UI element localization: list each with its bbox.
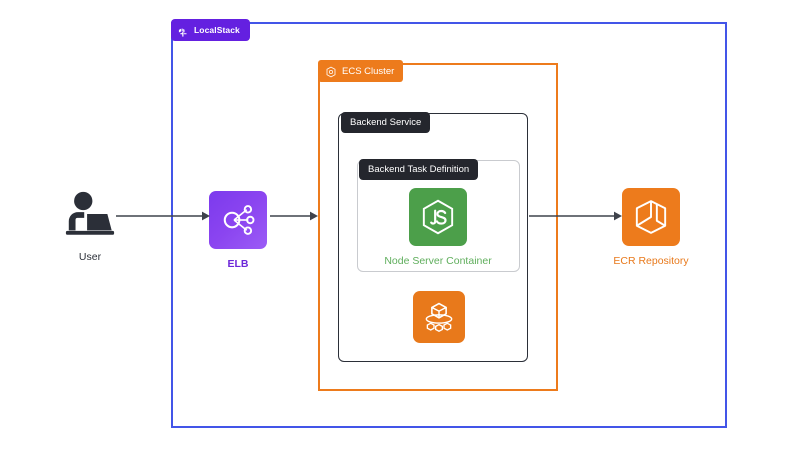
ecs-cluster-icon	[325, 65, 337, 78]
backend-service-badge: Backend Service	[341, 112, 431, 133]
node-node-server-container-label: Node Server Container	[384, 255, 492, 267]
elb-load-balancer-icon	[209, 191, 267, 249]
user-at-laptop-icon	[63, 188, 117, 242]
ecs-cluster-boundary	[318, 63, 558, 391]
localstack-boundary	[171, 22, 727, 428]
backend-service-boundary	[338, 113, 528, 362]
arrow-user-to-elb	[116, 211, 212, 221]
node-user-label: User	[78, 251, 102, 263]
ecs-cluster-badge: ECS Cluster	[318, 60, 404, 82]
ecs-cluster-badge-label: ECS Cluster	[342, 65, 395, 77]
node-node-server-container: Node Server Container	[384, 188, 492, 267]
node-elb: ELB	[209, 191, 267, 270]
localstack-badge-label: LocalStack	[194, 25, 240, 35]
backend-service-badge-label: Backend Service	[350, 117, 422, 128]
node-elb-label: ELB	[227, 258, 249, 270]
ecs-container-icon	[413, 291, 465, 343]
node-user: User	[54, 188, 126, 263]
nodejs-icon	[409, 188, 467, 246]
node-ecr-repository: ECR Repository	[613, 188, 689, 267]
backend-task-definition-badge: Backend Task Definition	[359, 159, 479, 180]
node-ecs-task	[413, 291, 465, 343]
ecr-box-icon	[622, 188, 680, 246]
localstack-badge: LocalStack	[171, 19, 250, 41]
backend-task-definition-badge-label: Backend Task Definition	[368, 164, 470, 175]
arrow-backend-service-to-ecr	[529, 211, 625, 221]
localstack-icon	[178, 25, 189, 37]
arrow-elb-to-ecs-cluster	[270, 211, 320, 221]
node-ecr-repository-label: ECR Repository	[613, 255, 689, 267]
